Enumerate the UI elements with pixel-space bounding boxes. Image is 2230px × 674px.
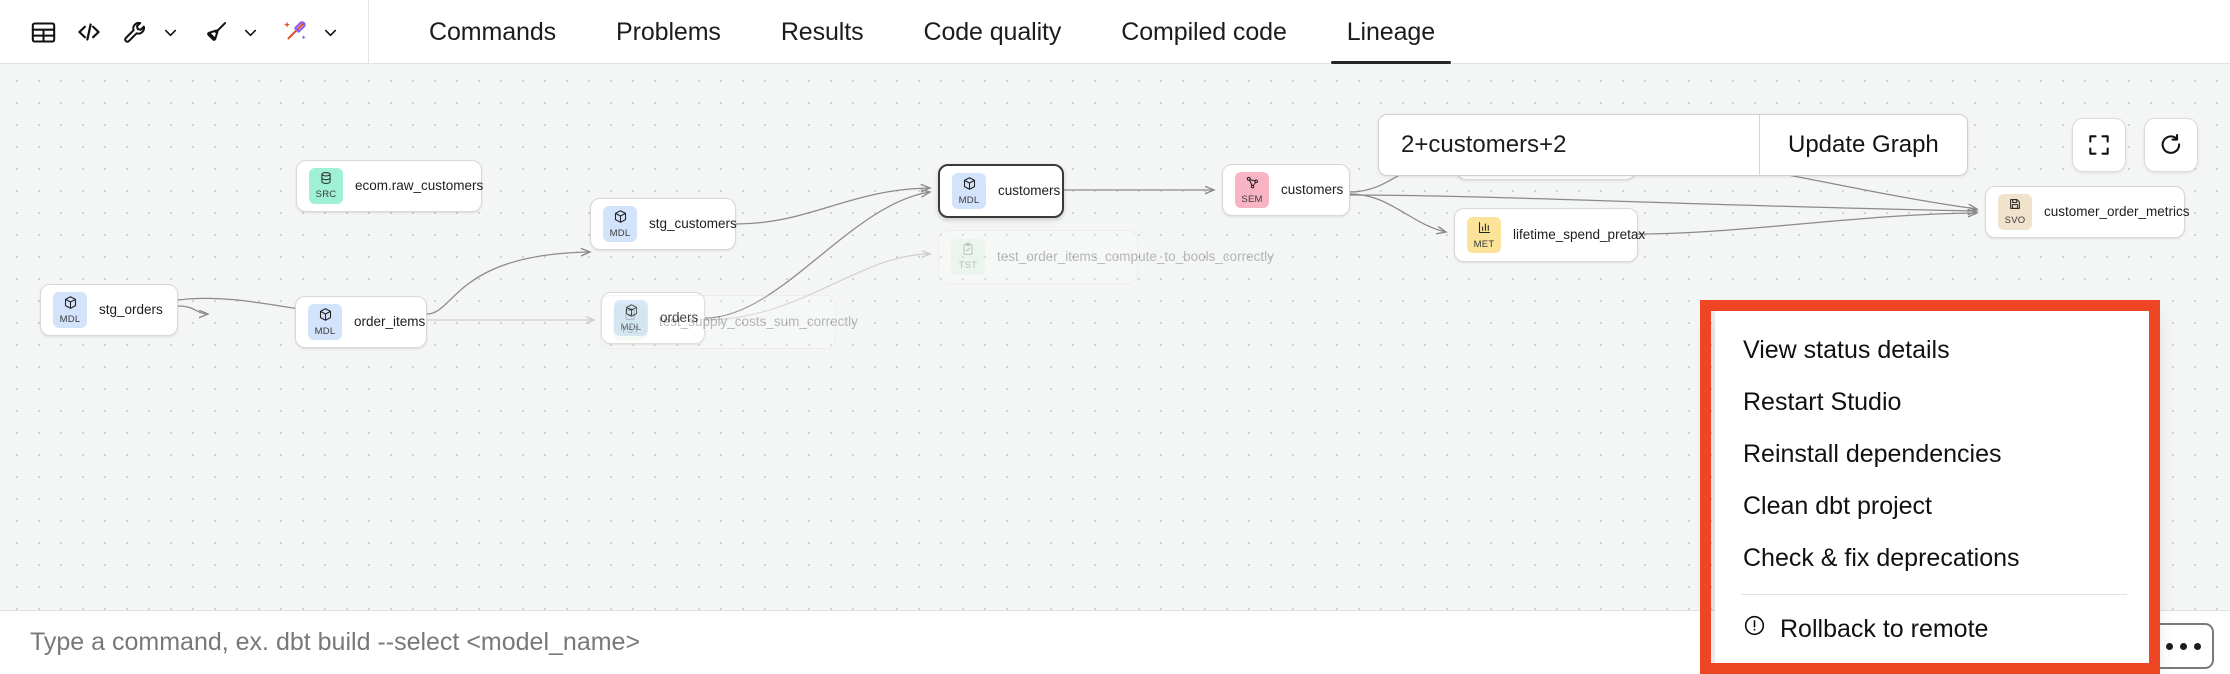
build-tools-combo [114, 11, 190, 53]
menu-item-label: Restart Studio [1743, 387, 1902, 416]
studio-context-menu: View status details Restart Studio Reins… [1715, 310, 2153, 674]
wrench-icon[interactable] [114, 11, 156, 53]
node-label: customer_order_metrics [2044, 203, 2190, 219]
node-label: customers [998, 182, 1061, 198]
graph-node-test-supply-costs[interactable]: TST test_supply_costs_sum_correctly [600, 295, 858, 349]
node-label: customers [1281, 181, 1344, 197]
semantic-icon: SEM [1235, 172, 1269, 208]
graph-node-customers-semantic[interactable]: SEM customers [1222, 164, 1350, 216]
graph-node-ecom-raw-customers[interactable]: SRC ecom.raw_customers [296, 160, 484, 212]
tab-label: Code quality [923, 17, 1062, 46]
cube-icon: MDL [603, 206, 637, 242]
chevron-down-icon-build[interactable] [156, 12, 184, 52]
format-combo [194, 11, 270, 53]
node-label: stg_customers [649, 215, 737, 231]
menu-item-label: Clean dbt project [1743, 491, 1933, 520]
menu-item-restart-studio[interactable]: Restart Studio [1715, 376, 2153, 428]
graph-node-test-order-items[interactable]: TST test_order_items_compute_to_bools_co… [938, 230, 1274, 284]
canvas-controls [2072, 118, 2198, 172]
warning-circle-icon [1743, 614, 1766, 644]
node-label: stg_orders [99, 301, 163, 317]
chevron-down-icon-ai[interactable] [316, 12, 344, 52]
update-graph-button[interactable]: Update Graph [1759, 115, 1967, 175]
ellipsis-icon [2165, 642, 2173, 650]
refresh-icon[interactable] [2144, 118, 2198, 172]
tab-label: Results [780, 17, 864, 46]
ai-assist-combo [274, 11, 350, 53]
menu-item-label: View status details [1743, 335, 1950, 364]
node-label: test_order_items_compute_to_bools_correc… [997, 248, 1274, 264]
top-toolbar: Commands Problems Results Code quality C… [0, 0, 2230, 64]
more-options-button[interactable] [2152, 623, 2214, 669]
table-view-icon[interactable] [22, 11, 64, 53]
bar-chart-icon: MET [1467, 217, 1501, 253]
node-label: order_items [354, 313, 426, 329]
graph-selector-input[interactable] [1379, 115, 1759, 175]
ellipsis-icon [2193, 642, 2201, 650]
node-type: SVO [2004, 215, 2026, 227]
menu-separator [1741, 594, 2127, 595]
tab-lineage[interactable]: Lineage [1317, 0, 1465, 64]
menu-item-view-status-details[interactable]: View status details [1715, 324, 2153, 376]
graph-selector-bar: Update Graph [1378, 114, 1968, 176]
tab-compiled-code[interactable]: Compiled code [1091, 0, 1316, 64]
node-label: orders [660, 309, 699, 325]
node-type: MDL [59, 313, 81, 325]
node-label: test_supply_costs_sum_correctly [659, 313, 858, 329]
fullscreen-icon[interactable] [2072, 118, 2126, 172]
menu-item-reinstall-dependencies[interactable]: Reinstall dependencies [1715, 428, 2153, 480]
graph-node-customer-order-metrics[interactable]: SVO customer_order_metrics [1985, 186, 2190, 238]
menu-item-check-fix-deprecations[interactable]: Check & fix deprecations [1715, 532, 2153, 584]
database-icon: SRC [309, 168, 343, 204]
node-type: SEM [1241, 193, 1263, 205]
node-type: TST [958, 260, 978, 272]
chevron-down-icon-format[interactable] [236, 12, 264, 52]
panel-tabs: Commands Problems Results Code quality C… [369, 0, 1465, 64]
tab-problems[interactable]: Problems [586, 0, 751, 64]
tab-label: Lineage [1346, 17, 1436, 46]
node-type: SRC [315, 189, 337, 201]
magic-wand-icon[interactable] [274, 11, 316, 53]
node-type: TST [620, 325, 640, 337]
graph-node-stg-orders[interactable]: MDL stg_orders [40, 284, 178, 336]
node-type: MET [1473, 238, 1495, 250]
menu-item-rollback-to-remote[interactable]: Rollback to remote [1715, 603, 2153, 655]
save-icon: SVO [1998, 194, 2032, 230]
tab-code-quality[interactable]: Code quality [894, 0, 1092, 64]
graph-node-customers-model[interactable]: MDL customers [938, 164, 1064, 218]
tab-results[interactable]: Results [751, 0, 894, 64]
graph-node-order-items[interactable]: MDL order_items [295, 296, 427, 348]
node-label: ecom.raw_customers [355, 177, 484, 193]
menu-item-label: Check & fix deprecations [1743, 543, 2020, 572]
node-type: MDL [609, 227, 631, 239]
clipboard-check-icon: TST [951, 239, 985, 275]
clipboard-check-icon: TST [613, 304, 647, 340]
tab-label: Compiled code [1121, 17, 1287, 46]
node-type: MDL [958, 194, 980, 206]
node-type: MDL [621, 322, 642, 333]
command-input[interactable] [0, 628, 1991, 657]
node-label: lifetime_spend_pretax [1513, 226, 1646, 242]
cube-icon: MDL [53, 292, 87, 328]
broom-icon[interactable] [194, 11, 236, 53]
menu-item-label: Reinstall dependencies [1743, 439, 2002, 468]
tab-label: Commands [429, 17, 557, 46]
editor-tool-group [0, 0, 369, 64]
node-type: MDL [314, 325, 336, 337]
tab-commands[interactable]: Commands [399, 0, 586, 64]
menu-item-clean-dbt-project[interactable]: Clean dbt project [1715, 480, 2153, 532]
graph-node-stg-customers[interactable]: MDL stg_customers [590, 198, 737, 250]
graph-node-orders[interactable]: MDL orders [601, 292, 705, 344]
ellipsis-icon [2179, 642, 2187, 650]
cube-icon: MDL [952, 173, 986, 209]
code-view-icon[interactable] [68, 11, 110, 53]
menu-item-label: Rollback to remote [1780, 614, 1989, 643]
cube-icon: MDL [614, 300, 648, 336]
cube-icon: MDL [308, 304, 342, 340]
tab-label: Problems [616, 17, 721, 46]
graph-node-lifetime-spend-pretax[interactable]: MET lifetime_spend_pretax [1454, 208, 1645, 262]
